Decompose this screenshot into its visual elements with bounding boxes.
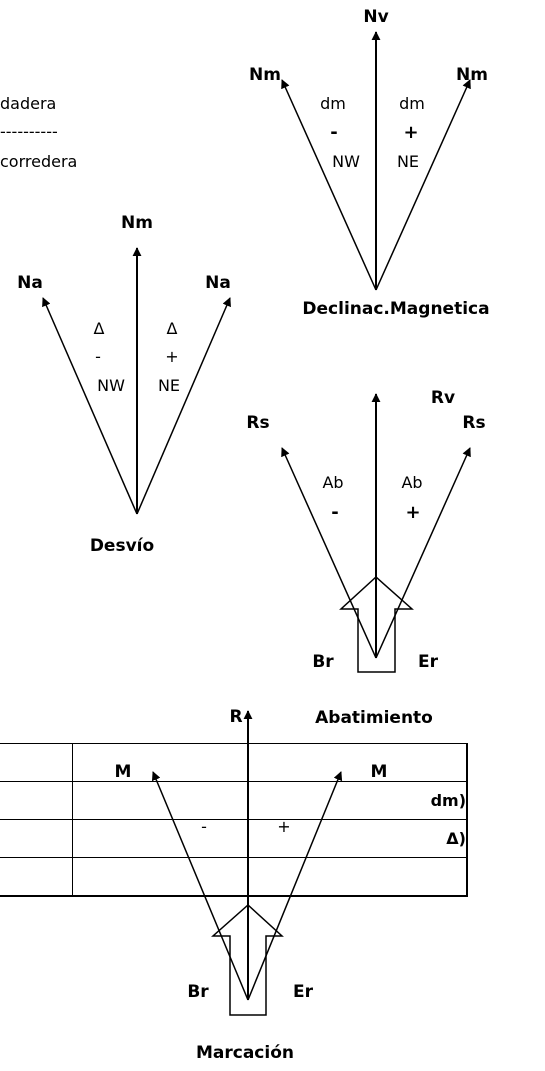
label-er: Er — [293, 982, 314, 1002]
arrow-na-left — [42, 297, 138, 515]
left-text-fragment: dadera ---------- corredera — [0, 94, 77, 171]
arrow-nm-right — [375, 79, 471, 291]
label-minus: - — [95, 347, 101, 366]
label-delta-right: Δ — [167, 319, 178, 338]
label-rv: Rv — [431, 388, 455, 408]
label-sign-plus: + — [403, 122, 418, 143]
label-br: Br — [312, 652, 334, 672]
text-verdadera: dadera — [0, 94, 56, 113]
label-ne: NE — [397, 152, 419, 171]
label-nw: NW — [97, 376, 125, 395]
abatimiento-diagram: Rv Rs Rs Ab Ab - + Br Er Abatimiento — [246, 388, 485, 728]
label-nm-top: Nm — [121, 213, 153, 233]
label-delta-left: Δ — [94, 319, 105, 338]
arrow-rs-right — [375, 447, 471, 659]
label-ne: NE — [158, 376, 180, 395]
title-marcacion: Marcación — [196, 1043, 294, 1063]
label-minus: - — [331, 502, 338, 523]
label-er: Er — [418, 652, 439, 672]
desvio-diagram: Nm Na Na Δ Δ - + NW NE Desvío — [17, 213, 231, 556]
arrow-nm-left — [281, 79, 377, 291]
table-row — [0, 857, 469, 897]
table-cell — [72, 743, 469, 782]
label-r: R — [229, 707, 242, 727]
data-table: dm) Δ) — [0, 743, 469, 897]
label-br: Br — [187, 982, 209, 1002]
arrow-rs-left — [281, 447, 377, 659]
label-nv: Nv — [363, 7, 388, 27]
label-rs-right: Rs — [462, 413, 485, 433]
label-nm-right: Nm — [456, 65, 488, 85]
label-plus: + — [165, 347, 178, 366]
table-row — [0, 743, 469, 782]
label-ab-right: Ab — [401, 473, 422, 492]
arrow-na-right — [136, 297, 231, 515]
table-row: dm) — [0, 781, 469, 820]
declinacion-diagram: Nv Nm Nm dm dm - + NW NE Declinac.Magnet… — [249, 7, 490, 319]
table-row: Δ) — [0, 819, 469, 858]
title-declinacion: Declinac.Magnetica — [302, 299, 489, 319]
label-nw: NW — [332, 152, 360, 171]
table-cell: Δ) — [72, 819, 469, 858]
text-dashes: ---------- — [0, 122, 58, 141]
title-desvio: Desvío — [90, 536, 154, 556]
label-dm-left: dm — [320, 94, 346, 113]
label-ab-left: Ab — [322, 473, 343, 492]
title-abatimiento: Abatimiento — [315, 708, 433, 728]
label-dm-right: dm — [399, 94, 425, 113]
text-corredera: corredera — [0, 152, 77, 171]
label-rs-left: Rs — [246, 413, 269, 433]
label-plus: + — [405, 502, 420, 523]
label-na-left: Na — [17, 273, 43, 293]
table-cell — [72, 857, 469, 897]
label-sign-minus: - — [330, 122, 337, 143]
table-cell: dm) — [72, 781, 469, 820]
label-na-right: Na — [205, 273, 231, 293]
label-nm-left: Nm — [249, 65, 281, 85]
